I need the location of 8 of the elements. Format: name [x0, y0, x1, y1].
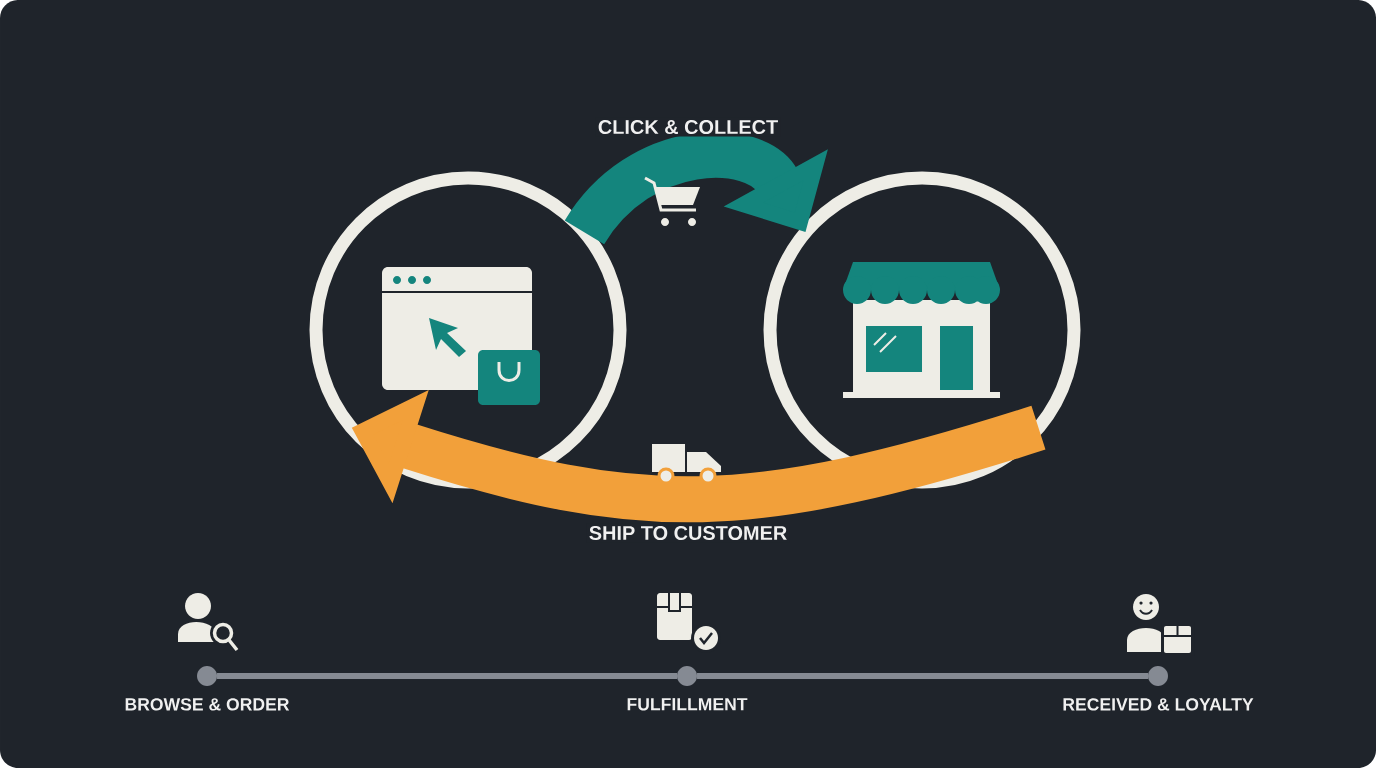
node-label: RECEIVED & LOYALTY — [1063, 698, 1254, 711]
timeline-step: BROWSE & ORDER — [125, 666, 290, 711]
timeline-step: RECEIVED & LOYALTY — [1063, 666, 1254, 711]
ring — [309, 171, 627, 489]
node-label: BROWSE & ORDER — [125, 698, 290, 711]
node-label: FULFILLMENT — [627, 698, 748, 711]
ring — [763, 171, 1081, 489]
timeline-step: FULFILLMENT — [627, 666, 748, 711]
